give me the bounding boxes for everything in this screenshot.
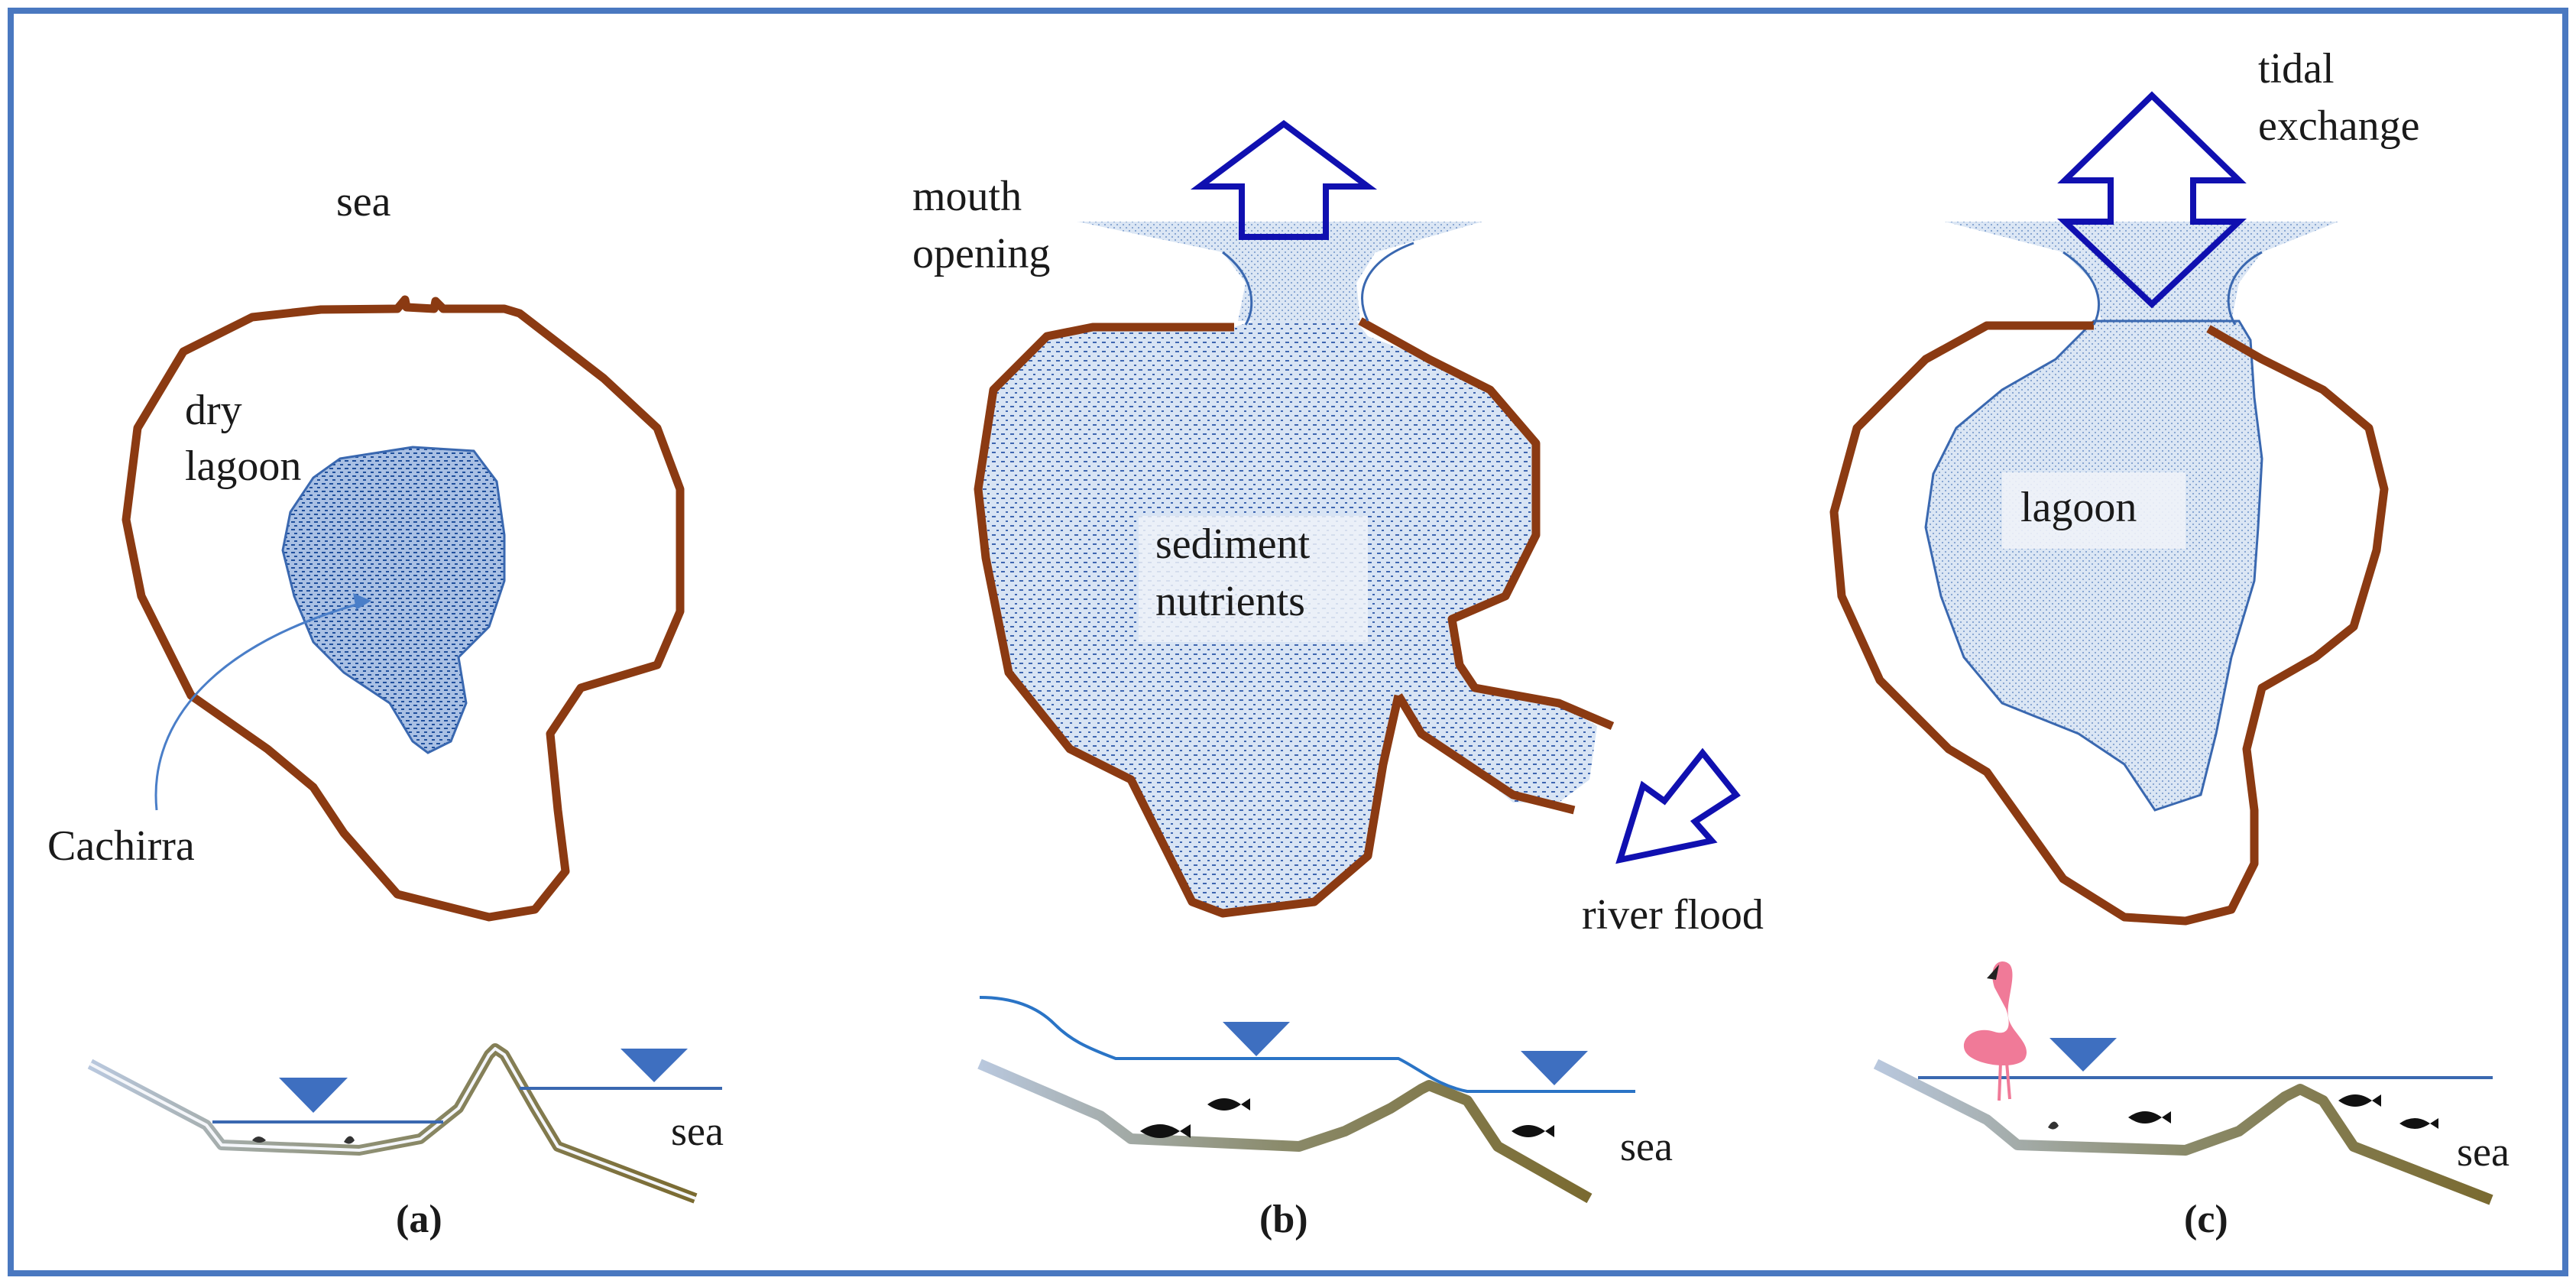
panel-c-lagoon-label: lagoon (2020, 484, 2137, 531)
panel-c-label: (c) (2184, 1198, 2228, 1241)
panel-c-level-marker (2049, 1038, 2117, 1072)
panel-b-center-label-box (1139, 516, 1368, 642)
panel-c-cross-section: sea (1873, 961, 2510, 1205)
panel-c-bed-profile (1873, 1059, 2493, 1205)
cachirra-label: Cachirra (47, 822, 195, 870)
panel-b-fish-icon (1140, 1124, 1191, 1138)
panel-b-river-inflow-arrow (1615, 747, 1741, 864)
panel-a-sea-label: sea (336, 178, 391, 225)
panel-b: mouth opening sediment nutrients river f… (912, 120, 1764, 1241)
panel-b-lagoon-level-marker (1223, 1022, 1290, 1056)
panel-b-bed-profile (977, 1059, 1593, 1204)
panel-c-lagoon-label-box (2002, 472, 2186, 549)
dry-lagoon-label-line1: dry (185, 387, 242, 434)
panel-a-shoreline (122, 295, 685, 922)
tidal-exchange-label-line2: exchange (2258, 102, 2419, 150)
panel-b-mouth-channel-right (1361, 242, 1414, 322)
cachirra-pointer-line (154, 602, 360, 811)
panel-a-cross-section: sea (87, 1043, 724, 1204)
panel-b-sea-level-marker (1521, 1051, 1588, 1085)
panel-c-mouth-channel-right (2227, 251, 2263, 326)
panel-b-label: (b) (1259, 1198, 1308, 1241)
panel-c: tidal exchange lagoon sea (c) (1829, 45, 2510, 1241)
river-flood-label: river flood (1582, 891, 1764, 939)
panel-c-lagoon-water (1924, 319, 2263, 812)
panel-b-mouth-channel-left (1222, 251, 1253, 326)
panel-b-river-bank-lower (1395, 693, 1576, 815)
tidal-exchange-label-line1: tidal (2258, 45, 2335, 92)
panel-c-shoreline-left (1829, 321, 2389, 926)
sediment-nutrients-label-line1: sediment (1155, 520, 1311, 568)
panel-a-sea-level-marker (621, 1049, 688, 1082)
panel-c-profile-sea-label: sea (2457, 1129, 2510, 1175)
dry-lagoon-label-line2: lagoon (185, 443, 301, 490)
panel-b-flood-water-surface (979, 996, 1635, 1093)
sediment-nutrients-label-line2: nutrients (1155, 578, 1305, 625)
panel-c-fish-icon (2128, 1111, 2171, 1124)
panel-a-small-fish-icon (252, 1136, 266, 1143)
panel-b-shoreline-left (974, 323, 1403, 918)
panel-a-bed-profile-inner (89, 1047, 696, 1200)
panel-b-fish-icon (1512, 1125, 1554, 1137)
panel-c-sea-exchange-area (1945, 222, 2338, 321)
panel-b-cross-section: sea (977, 996, 1673, 1204)
figure-frame (8, 8, 2568, 1276)
panel-b-sea-inflow-area (1077, 222, 1482, 321)
panel-a-profile-sea-label: sea (671, 1108, 724, 1154)
panel-b-fish-icon (1207, 1098, 1250, 1111)
mouth-opening-label-line1: mouth (912, 173, 1022, 220)
panel-a-small-fish-icon (344, 1136, 355, 1144)
panel-c-tidal-exchange-arrow (2056, 91, 2247, 309)
panel-a-label: (a) (396, 1198, 442, 1241)
panel-a: sea dry lagoon Cachirra sea (a) (47, 178, 724, 1241)
panel-c-fish-icon (2338, 1094, 2381, 1107)
cachirra-arrowhead (353, 593, 371, 610)
panel-c-fish-icon (2399, 1118, 2438, 1129)
panel-c-fish-icon (2048, 1121, 2059, 1130)
mouth-opening-label-line2: opening (912, 230, 1050, 277)
panel-b-shoreline-right (1358, 317, 1615, 731)
panel-a-dry-lagoon-water (281, 446, 506, 754)
panel-b-outflow-arrow (1190, 120, 1378, 240)
panel-a-lagoon-level-marker (279, 1078, 348, 1113)
panel-c-mouth-channel-left (2062, 251, 2100, 326)
panel-b-profile-sea-label: sea (1620, 1124, 1673, 1169)
flamingo-icon (1963, 961, 2027, 1101)
